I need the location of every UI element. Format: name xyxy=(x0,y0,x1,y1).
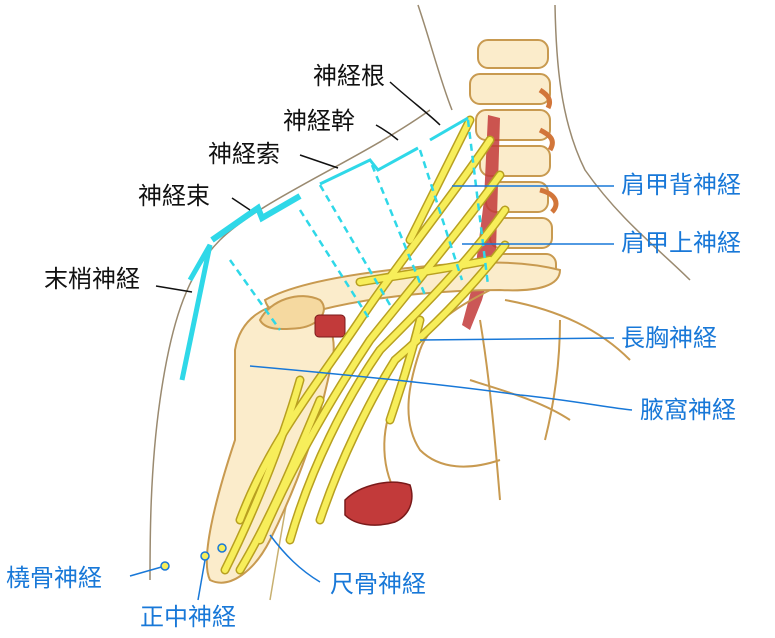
label-median-nerve: 正中神経 xyxy=(140,603,236,631)
body-outline xyxy=(149,4,691,581)
leader-lines-dark xyxy=(155,81,441,293)
pectoralis-minor-stub xyxy=(314,314,346,338)
label-nerve-bundle: 神経束 xyxy=(138,182,210,210)
segment-brackets xyxy=(179,116,490,381)
brachial-plexus-nerves xyxy=(220,115,510,575)
label-suprascapular-nerve: 肩甲上神経 xyxy=(621,229,741,257)
label-radial-nerve: 橈骨神経 xyxy=(6,564,102,592)
label-long-thoracic-nerve: 長胸神経 xyxy=(621,324,717,352)
leader-lines-blue xyxy=(129,185,633,601)
humerus xyxy=(205,303,335,584)
label-nerve-trunk: 神経幹 xyxy=(283,107,355,135)
label-axillary-nerve: 腋窩神経 xyxy=(640,396,736,424)
label-dorsal-scapular-nerve: 肩甲背神経 xyxy=(621,171,741,199)
scalene-muscle xyxy=(462,115,500,330)
nerve-endpoints xyxy=(160,543,227,571)
label-nerve-root: 神経根 xyxy=(313,62,385,90)
pectoralis-cut xyxy=(344,481,413,526)
label-nerve-cord: 神経索 xyxy=(208,140,280,168)
label-ulnar-nerve: 尺骨神経 xyxy=(330,570,426,598)
label-peripheral-nerve: 末梢神経 xyxy=(44,265,140,293)
